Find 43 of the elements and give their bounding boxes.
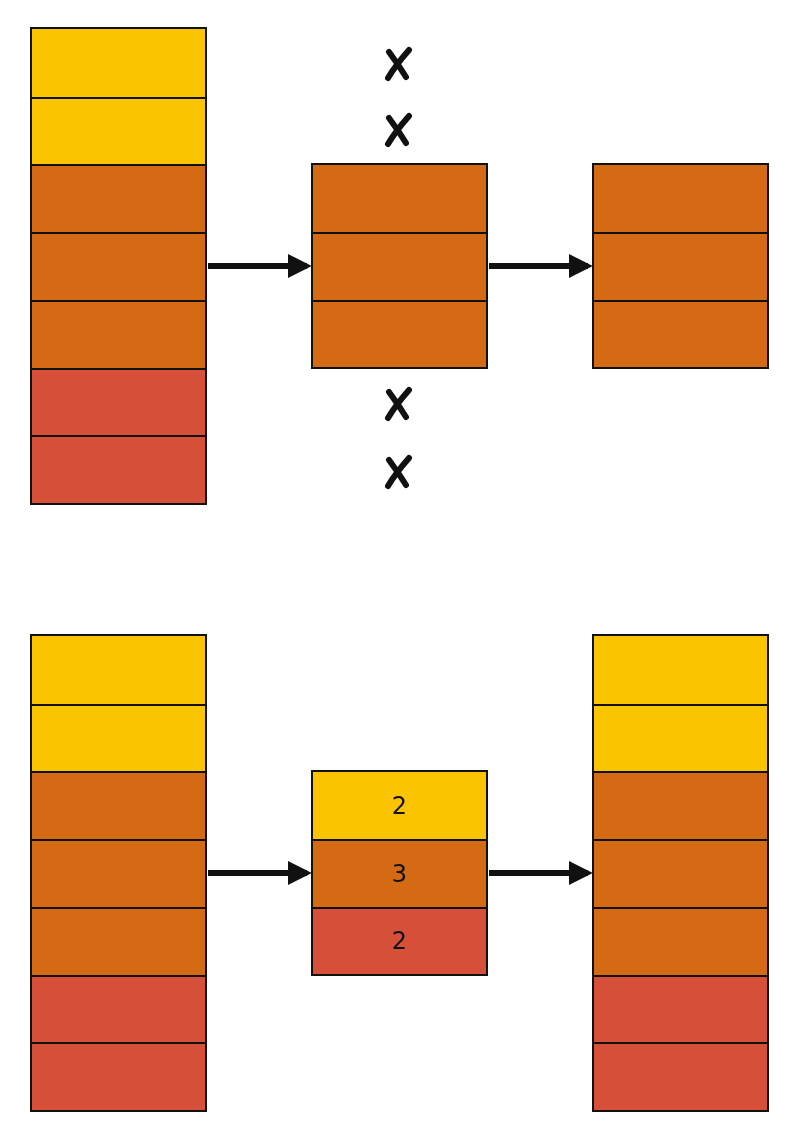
color-block bbox=[32, 771, 205, 840]
color-block bbox=[313, 839, 486, 907]
color-block bbox=[313, 299, 486, 367]
color-block bbox=[594, 1042, 767, 1110]
color-block bbox=[594, 232, 767, 300]
color-block bbox=[32, 1042, 205, 1110]
block-stack bbox=[592, 634, 769, 1112]
block-count: 3 bbox=[391, 860, 408, 888]
color-block bbox=[594, 703, 767, 772]
color-block bbox=[32, 435, 205, 503]
color-block bbox=[594, 165, 767, 233]
color-block bbox=[32, 164, 205, 233]
color-block bbox=[594, 299, 767, 367]
color-block bbox=[594, 771, 767, 840]
color-block bbox=[32, 299, 205, 368]
color-block bbox=[313, 906, 486, 974]
color-block bbox=[313, 232, 486, 300]
color-block bbox=[32, 96, 205, 165]
color-block bbox=[594, 839, 767, 907]
color-block bbox=[594, 906, 767, 975]
color-block bbox=[594, 636, 767, 704]
color-block bbox=[32, 839, 205, 907]
color-block bbox=[32, 703, 205, 772]
color-block bbox=[32, 974, 205, 1043]
block-stack bbox=[311, 770, 488, 976]
arrow bbox=[208, 861, 312, 885]
block-stack bbox=[30, 27, 207, 505]
arrow bbox=[489, 861, 593, 885]
block-stack bbox=[592, 163, 769, 369]
color-block bbox=[32, 367, 205, 436]
block-stack bbox=[30, 634, 207, 1112]
color-block bbox=[313, 772, 486, 840]
block-count: 2 bbox=[391, 927, 408, 956]
arrow bbox=[489, 254, 593, 278]
arrow bbox=[208, 254, 312, 278]
color-block bbox=[594, 974, 767, 1043]
color-block bbox=[32, 906, 205, 975]
color-block bbox=[32, 232, 205, 300]
color-block bbox=[32, 29, 205, 97]
block-count: 2 bbox=[391, 791, 408, 820]
color-block bbox=[313, 165, 486, 233]
block-stack bbox=[311, 163, 488, 369]
color-block bbox=[32, 636, 205, 704]
